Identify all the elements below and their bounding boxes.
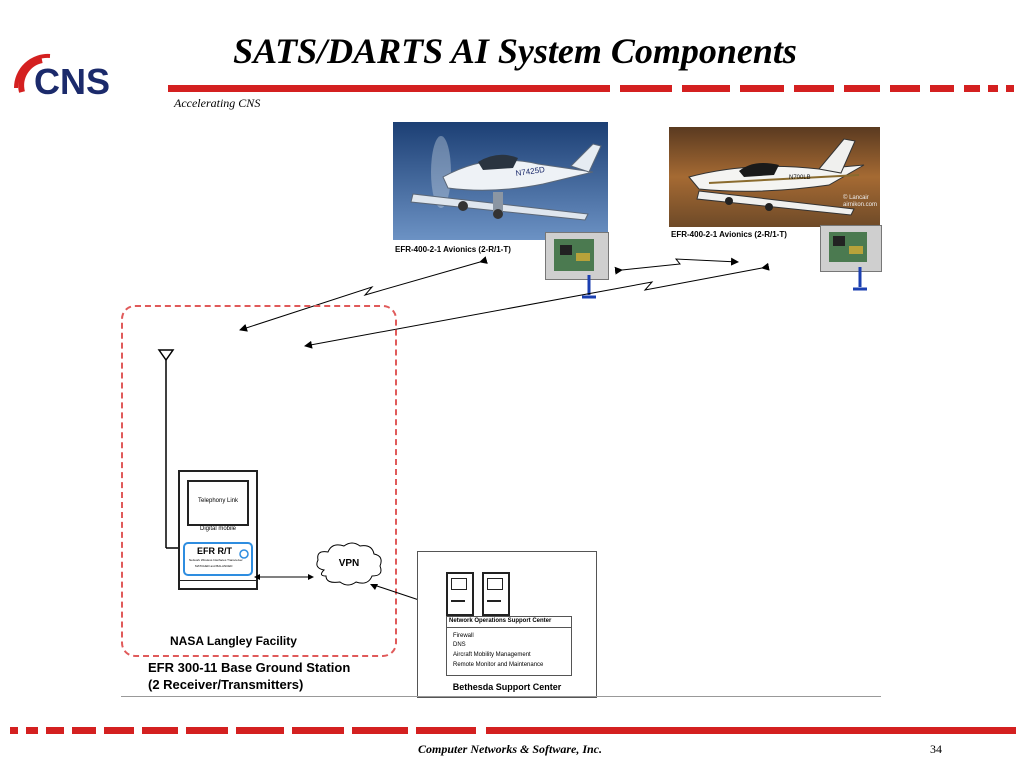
gear-icon [239, 548, 249, 560]
nosc-panel: Network Operations Support Center Firewa… [446, 616, 572, 676]
ground-station-terminal: Telephony Link Digital mobile EFR R/T Ne… [178, 470, 258, 590]
terminal-screen: Telephony Link [187, 480, 249, 526]
panel-text: Digital mobile [180, 526, 256, 532]
nosc-item: Firewall [453, 633, 474, 639]
efr-rt-label: EFR R/T [197, 546, 232, 556]
support-center-name: Bethesda Support Center [418, 682, 596, 692]
efr-rt-sub2: MATCHED and BALANCED [195, 564, 232, 568]
nosc-item: Aircraft Mobility Management [453, 652, 531, 658]
nosc-item: Remote Monitor and Maintenance [453, 662, 543, 668]
link-station-vpn [254, 570, 314, 584]
station-name: EFR 300-11 Base Ground Station [148, 660, 350, 675]
content-baseline [121, 696, 881, 697]
vpn-label: VPN [312, 558, 386, 569]
support-center-box: Network Operations Support Center Firewa… [417, 551, 597, 698]
server-icon-2 [482, 572, 510, 616]
terminal-base-line [180, 580, 256, 581]
nosc-title: Network Operations Support Center [449, 618, 551, 624]
page-number: 34 [930, 742, 942, 757]
efr-rt-unit[interactable]: EFR R/T Network Wireless Interfaces Tran… [183, 542, 253, 576]
efr-rt-sub1: Network Wireless Interfaces Transceiver [189, 558, 243, 562]
vpn-cloud: VPN [312, 540, 386, 588]
footer-rule [10, 724, 1016, 734]
server-icon-1 [446, 572, 474, 616]
nosc-divider [447, 627, 571, 628]
footer-company: Computer Networks & Software, Inc. [340, 742, 680, 757]
station-sub: (2 Receiver/Transmitters) [148, 677, 303, 692]
nosc-item: DNS [453, 642, 466, 648]
link-aircraft-to-aircraft [622, 259, 738, 270]
facility-name: NASA Langley Facility [170, 634, 297, 648]
screen-text: Telephony Link [189, 498, 247, 504]
